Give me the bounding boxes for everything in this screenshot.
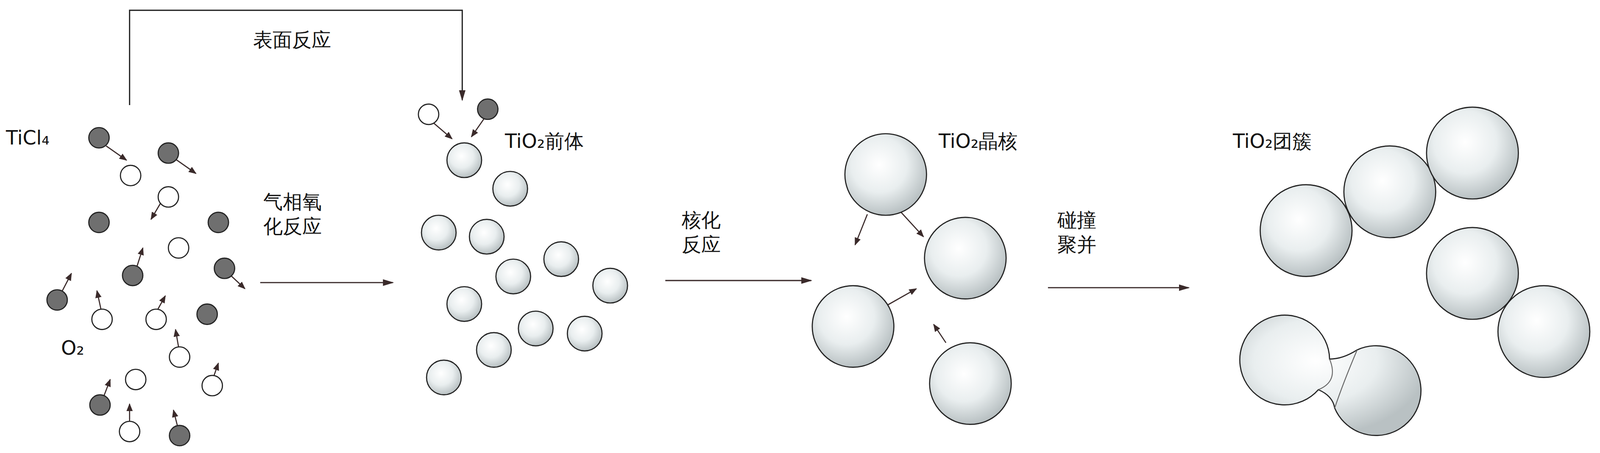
stage-label: TiO₂前体 [504, 129, 584, 154]
stage-label: TiO₂团簇 [1232, 129, 1312, 154]
stage-label: 核化反应 [681, 208, 723, 257]
stage-label: 气相氧化反应 [263, 189, 324, 239]
stage-label: TiCl₄ [5, 126, 50, 150]
stage-label: TiO₂晶核 [938, 129, 1018, 154]
stage-label: 表面反应 [253, 28, 332, 52]
stage-label: O₂ [61, 336, 85, 360]
stage-label: 碰撞聚并 [1057, 208, 1099, 257]
